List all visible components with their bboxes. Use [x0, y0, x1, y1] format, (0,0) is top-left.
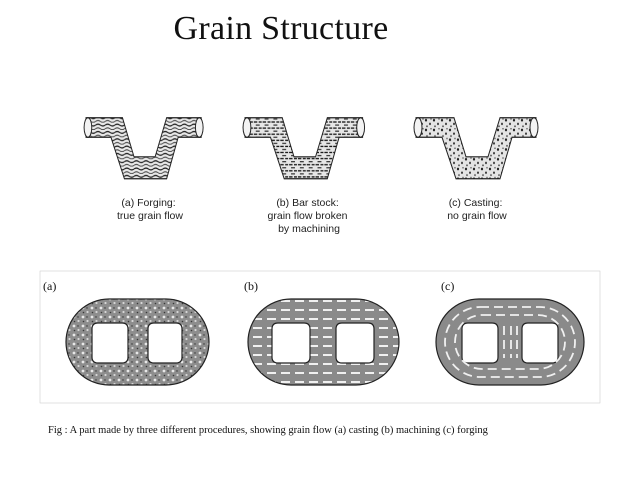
panel-c-label: (c) [441, 279, 454, 293]
panel-a-label: (a) [43, 279, 56, 293]
casting-part [65, 298, 210, 386]
casting-label: (c) Casting: no grain flow [447, 197, 507, 222]
machining-part [247, 298, 400, 386]
page-title: Grain Structure [173, 10, 389, 47]
forging-profile [83, 117, 204, 180]
bar-stock-profile [242, 117, 366, 180]
bar-stock-label: (b) Bar stock: grain flow broken by mach… [268, 197, 351, 235]
figure-caption: Fig : A part made by three different pro… [48, 425, 488, 436]
panel-b-label: (b) [244, 279, 258, 293]
casting-profile [413, 117, 539, 180]
forging-label: (a) Forging: true grain flow [117, 197, 183, 222]
forging-part [435, 298, 585, 386]
